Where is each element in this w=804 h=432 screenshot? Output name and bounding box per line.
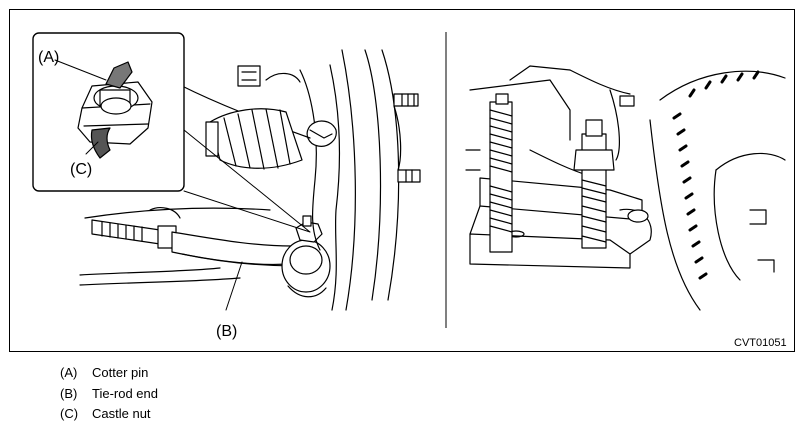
leader-a xyxy=(54,59,107,81)
figure-code: CVT01051 xyxy=(734,337,787,349)
callout-b: (B) xyxy=(216,323,237,340)
brake-rotor xyxy=(341,49,421,311)
body-outline xyxy=(84,207,271,219)
leader-b xyxy=(225,261,243,311)
callout-c: (C) xyxy=(70,161,92,178)
legend-label: Castle nut xyxy=(92,406,151,421)
left-panel xyxy=(32,32,421,311)
inset-castle-nut xyxy=(77,61,153,159)
right-panel xyxy=(465,65,786,311)
puller-bolt-left xyxy=(489,93,513,253)
legend-label: Cotter pin xyxy=(92,365,149,380)
legend-list: (A) Cotter pin (B) Tie-rod end (C) Castle n… xyxy=(60,363,158,425)
inner-tie-rod xyxy=(91,207,181,249)
steering-knuckle xyxy=(179,64,340,311)
legend-key: (B) xyxy=(60,385,78,401)
leader-c xyxy=(85,141,99,155)
puller-hook xyxy=(619,208,652,255)
legend-item: (A) Cotter pin xyxy=(60,363,158,384)
legend-item: (C) Castle nut xyxy=(60,404,158,425)
legend-label: Tie-rod end xyxy=(92,385,158,401)
inset-leader xyxy=(183,129,311,233)
legend-key: (A) xyxy=(60,365,78,380)
legend-key: (C) xyxy=(60,406,79,421)
puller-bolt-center xyxy=(573,119,615,249)
tie-rod-end xyxy=(171,231,331,298)
ventilated-rotor xyxy=(649,70,786,311)
puller-tool xyxy=(469,93,652,269)
figure-illustration: (A) (C) (B) xyxy=(32,32,787,349)
axle-boot xyxy=(205,108,303,170)
figure-frame: (A) (C) (B) xyxy=(9,9,795,352)
callout-a: (A) xyxy=(38,49,59,66)
legend-item: (B) Tie-rod end xyxy=(60,384,158,405)
